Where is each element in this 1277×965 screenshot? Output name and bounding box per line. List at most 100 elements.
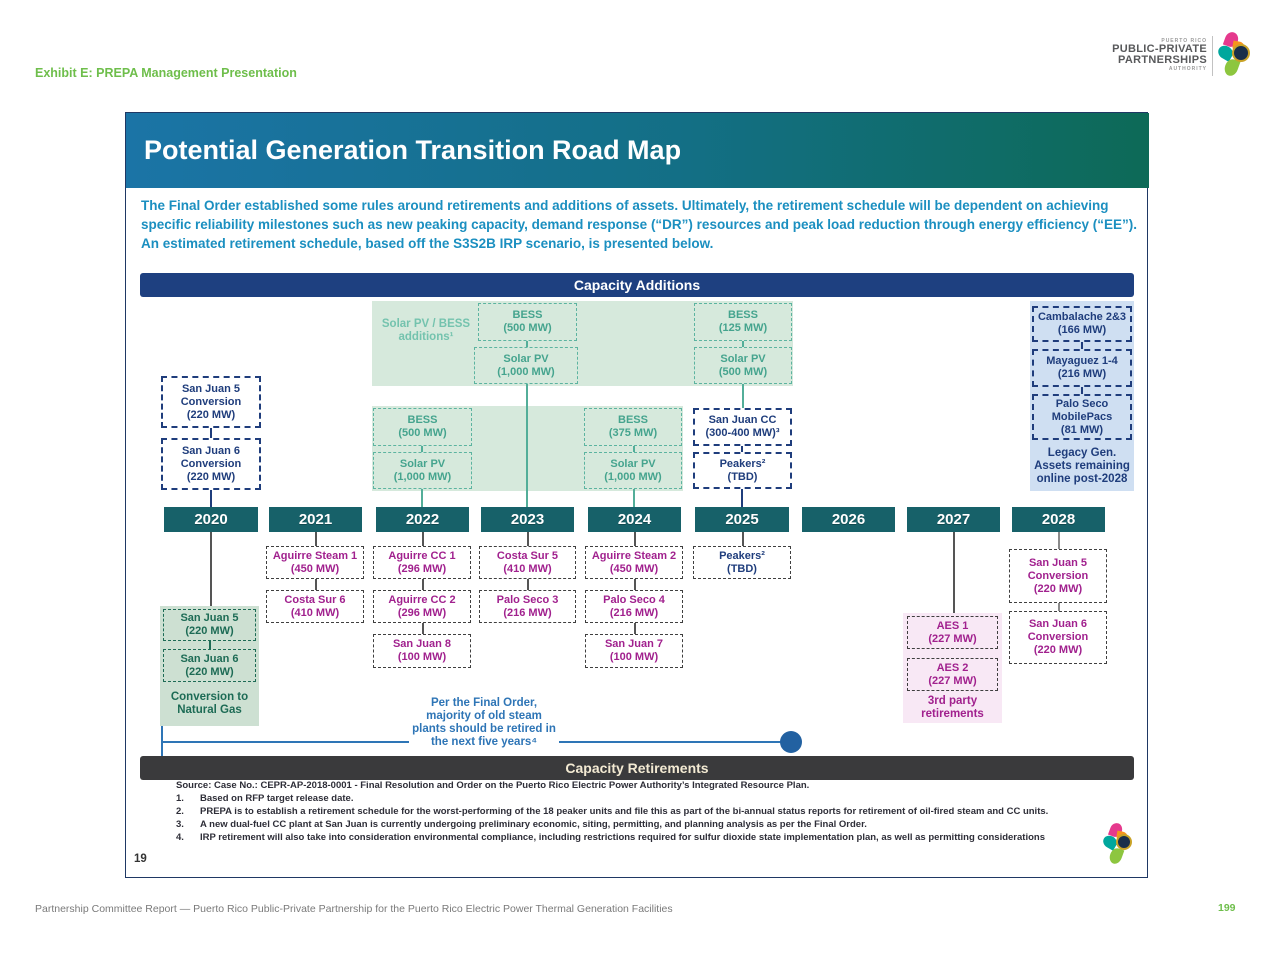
box-name: San Juan 8 — [392, 638, 452, 650]
connector-line — [527, 532, 529, 546]
exhibit-label: Exhibit E: PREPA Management Presentation — [35, 66, 297, 80]
addition-box-cambalache: Cambalache 2&3 (166 MW) — [1032, 306, 1132, 342]
box-capacity: (450 MW) — [290, 562, 340, 575]
box-name: San Juan CC — [708, 414, 777, 426]
connector-line — [633, 489, 635, 507]
retirement-box-san-juan-5-conversion-2028: San Juan 5 Conversion (220 MW) — [1009, 549, 1107, 603]
logo-line-authority: AUTHORITY — [1168, 66, 1207, 72]
box-name: Costa Sur 6 — [284, 593, 346, 606]
box-name: Aguirre Steam 2 — [591, 549, 677, 562]
connector-line — [527, 579, 529, 590]
retirement-box-san-juan-6-conversion-2028: San Juan 6 Conversion (220 MW) — [1009, 611, 1107, 664]
connector-line — [1081, 342, 1083, 349]
year-2020: 2020 — [164, 507, 258, 532]
addition-box-san-juan-6-conversion: San Juan 6 Conversion (220 MW) — [161, 438, 261, 490]
legacy-assets-region — [1030, 301, 1134, 491]
connector-line — [742, 341, 744, 347]
retirement-box-aes-2: AES 2 (227 MW) — [907, 658, 998, 691]
box-name: AES 2 — [936, 661, 969, 674]
ppp-emblem-icon — [1215, 30, 1253, 80]
connector-line — [633, 446, 635, 452]
box-capacity: (1,000 MW) — [497, 365, 555, 378]
retirement-box-aguirre-steam-1: Aguirre Steam 1 (450 MW) — [266, 546, 364, 579]
footnote-number: 3. — [176, 819, 184, 830]
addition-box-bess-2025: BESS (125 MW) — [694, 303, 792, 341]
footnote-number: 1. — [176, 793, 184, 804]
ppp-emblem-small-icon — [1100, 821, 1135, 869]
box-capacity: (1,000 MW) — [604, 470, 662, 483]
capacity-retirements-label: Capacity Retirements — [565, 760, 709, 776]
box-name: Peakers² — [719, 457, 766, 470]
year-2027: 2027 — [907, 507, 1000, 532]
box-name: Peakers² — [719, 549, 765, 562]
box-name: Mayaguez 1-4 — [1046, 355, 1118, 367]
year-2025: 2025 — [695, 507, 789, 532]
box-name: BESS — [512, 309, 543, 321]
logo-line-puerto-rico: PUERTO RICO — [1161, 38, 1207, 44]
retirement-box-palo-seco-4: Palo Seco 4 (216 MW) — [585, 590, 683, 623]
box-name: BESS — [407, 414, 438, 426]
footnote-text: Based on RFP target release date. — [200, 793, 354, 804]
intro-paragraph: The Final Order established some rules a… — [141, 198, 1138, 251]
milestone-dot — [780, 731, 802, 753]
connector-line — [422, 623, 424, 634]
addition-box-solar-pv-2022: Solar PV (1,000 MW) — [373, 452, 472, 489]
box-capacity: (220 MW) — [186, 408, 236, 421]
connector-line — [210, 428, 212, 438]
box-capacity: (216 MW) — [503, 606, 552, 619]
retirement-box-san-juan-8: San Juan 8 (100 MW) — [373, 634, 471, 668]
capacity-additions-label: Capacity Additions — [573, 277, 701, 293]
connector-line — [315, 579, 317, 590]
box-capacity: (220 MW) — [1033, 644, 1083, 656]
addition-box-san-juan-cc: San Juan CC (300-400 MW)³ — [693, 408, 792, 446]
box-capacity: (81 MW) — [1060, 423, 1104, 436]
solar-bess-region-top — [372, 301, 793, 386]
year-2028: 2028 — [1012, 507, 1105, 532]
third-party-retirements-label: 3rd party retirements — [921, 695, 984, 720]
box-capacity: (227 MW) — [928, 632, 977, 645]
ppp-logo-text: PUERTO RICO PUBLIC-PRIVATE PARTNERSHIPS … — [1112, 38, 1207, 72]
addition-box-bess-2024: BESS (375 MW) — [584, 408, 682, 446]
retirement-box-aguirre-steam-2: Aguirre Steam 2 (450 MW) — [585, 546, 683, 579]
box-capacity: (296 MW) — [397, 562, 447, 575]
box-name: San Juan 5 Conversion — [1027, 556, 1089, 582]
logo-line-partnerships: PARTNERSHIPS — [1118, 54, 1207, 66]
box-name: Palo Seco MobilePacs — [1051, 397, 1113, 423]
box-capacity: (220 MW) — [185, 625, 234, 637]
box-capacity: (410 MW) — [290, 606, 340, 619]
year-2026: 2026 — [802, 507, 895, 532]
connector-line — [315, 532, 317, 546]
connector-line — [421, 446, 423, 452]
footnotes: Source: Case No.: CEPR-AP-2018-0001 - Fi… — [176, 780, 1111, 844]
addition-box-solar-pv-2024: Solar PV (1,000 MW) — [584, 452, 682, 489]
box-capacity: (220 MW) — [1033, 582, 1083, 595]
addition-box-solar-pv-2025: Solar PV (500 MW) — [694, 347, 792, 384]
box-name: Solar PV — [503, 352, 549, 365]
connector-line — [634, 579, 636, 590]
connector-line — [421, 489, 423, 507]
connector-line — [1058, 603, 1060, 611]
third-party-region — [903, 613, 1002, 723]
box-name: Aguirre CC 1 — [388, 549, 456, 562]
box-capacity: (TBD) — [727, 470, 758, 483]
connector-line — [741, 446, 743, 452]
box-capacity: (216 MW) — [1057, 368, 1107, 380]
box-capacity: (410 MW) — [503, 562, 552, 575]
connector-line — [741, 489, 743, 507]
title-banner: Potential Generation Transition Road Map — [126, 113, 1149, 188]
footnote-number: 2. — [176, 806, 184, 817]
page-title: Potential Generation Transition Road Map — [144, 135, 682, 165]
logo-line-public-private: PUBLIC-PRIVATE — [1112, 43, 1207, 55]
box-name: BESS — [728, 309, 758, 321]
connector-line — [1081, 387, 1083, 394]
box-name: Palo Seco 3 — [496, 593, 559, 606]
box-capacity: (100 MW) — [609, 651, 659, 663]
ppp-authority-logo: PUERTO RICO PUBLIC-PRIVATE PARTNERSHIPS … — [1103, 30, 1253, 82]
box-capacity: (220 MW) — [186, 470, 236, 483]
box-name: Cambalache 2&3 — [1037, 311, 1127, 323]
footnote-text: PREPA is to establish a retirement sched… — [200, 806, 1049, 817]
box-capacity: (500 MW) — [503, 322, 552, 334]
footnote-item: 1. Based on RFP target release date. — [176, 793, 1111, 805]
footnote-source: Source: Case No.: CEPR-AP-2018-0001 - Fi… — [176, 780, 810, 791]
